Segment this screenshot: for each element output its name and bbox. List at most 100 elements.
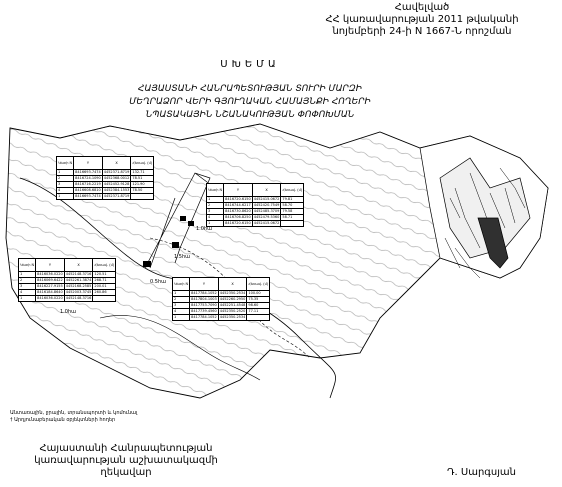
cell: 1 — [17, 295, 37, 302]
signatory-line-1: Հայաստանի Հանրապետության — [39, 443, 213, 454]
cell: 4452350.2534 — [217, 290, 248, 297]
cell: 8416693.7474 — [73, 193, 103, 200]
annex-label: Հավելված — [394, 2, 450, 13]
cell: 4452148.3716 — [63, 271, 94, 278]
table-row: 1 8416693.7474 4452371.8719 — [55, 193, 155, 200]
col-header-y: Y — [35, 258, 65, 272]
title-line-1: ՀԱՅԱՍՏԱՆԻ ՀԱՆՐԱՊԵՏՈՒԹՅԱՆ ՏՈՒՐԻ ՄԱՐԶԻ — [138, 84, 362, 94]
table-row: 3 8416227.9155 4452168.2585 200.01 — [17, 283, 117, 290]
cell — [246, 314, 271, 321]
cell: 4452452.9128 — [101, 181, 132, 188]
col-header-point: Կետի N — [55, 156, 75, 170]
cell: 1 — [171, 314, 191, 321]
parcel-3 — [180, 216, 186, 221]
signatory-title: Հայաստանի Հանրապետության կառավարության ա… — [6, 443, 246, 479]
legend-line-2: † Արդյունաբերական օբյեկտների հողեր — [10, 417, 116, 423]
cell: 1 — [55, 193, 75, 200]
cell: 8416693.7474 — [73, 169, 103, 176]
area-label-2: 1.0հա — [196, 226, 212, 232]
table-row: 1 8417784.1052 4452350.2534 — [171, 314, 271, 321]
table-row: 2 8416724.1090 4452368.0012 78.51 — [55, 175, 155, 182]
cell: 4452251.4548 — [217, 302, 248, 309]
cell: 4452420.7549 — [251, 202, 282, 209]
signatory-name: Դ. Սարգսյան — [447, 467, 516, 478]
cell: 4452485.3709 — [251, 208, 282, 215]
cell: 8416069.6422 — [35, 277, 65, 284]
table-row: 3 8417753.7090 4452251.4548 98.60 — [171, 302, 271, 309]
cell: 8416724.1090 — [73, 175, 103, 182]
cell: 1 — [205, 220, 225, 227]
cell: 4452350.2534 — [217, 314, 248, 321]
coordinate-table-1: Կետի N Y X Հեռավ. (մ) 1 8416693.7474 445… — [55, 156, 155, 200]
map-legend: Անտառային, ջրային, տրանսպորտի և կոմունալ… — [10, 410, 137, 424]
cell: 8416730.8620 — [223, 208, 253, 215]
stream-line — [99, 315, 261, 381]
cell: 8417804.1003 — [189, 296, 219, 303]
col-header-x: X — [101, 156, 132, 170]
area-label-1: 0.5հա — [150, 279, 166, 285]
cell: 4452368.0012 — [101, 175, 132, 182]
annex-header: Հավելված ՀՀ կառավարության 2011 թվականի ն… — [312, 2, 532, 38]
annex-decree-line: ՀՀ կառավարության 2011 թվականի — [325, 14, 519, 25]
cell: 4452415.0672 — [251, 220, 282, 227]
cell: 8417784.1052 — [189, 314, 219, 321]
cell: 4452148.3716 — [63, 295, 94, 302]
annex-date-line: նոյեմբերի 24-ի N 1667-Ն որոշման — [332, 26, 512, 37]
cell: 4452415.0672 — [251, 196, 282, 203]
coordinate-table-3: Կետի N Y X Հեռավ. (մ) 1 8416036.0220 445… — [17, 258, 117, 302]
table-row: 1 8416693.7474 4452371.8719 132.71 — [55, 169, 155, 176]
cell: 4452371.8719 — [101, 193, 132, 200]
cell: 8416720.6150 — [223, 220, 253, 227]
cell: 8416744.6217 — [223, 202, 253, 209]
cell: 8417753.7090 — [189, 302, 219, 309]
table-row: 1 8416036.0220 4452148.3716 120.51 — [17, 271, 117, 278]
cell: 8416720.6150 — [223, 196, 253, 203]
col-header-distance: Հեռավ. (մ) — [130, 156, 155, 170]
document-title: ՍԽԵՄԱ ՀԱՅԱՍՏԱՆԻ ՀԱՆՐԱՊԵՏՈՒԹՅԱՆ ՏՈՒՐԻ ՄԱՐ… — [100, 58, 400, 122]
col-header-x: X — [251, 183, 282, 197]
col-header-distance: Հեռավ. (մ) — [246, 277, 271, 291]
cell — [280, 220, 305, 227]
signatory-line-3: ղեկավար — [100, 467, 152, 478]
coordinate-table-4: Կետի N Y X Հեռավ. (մ) 1 8417784.1052 445… — [171, 277, 271, 321]
border-dashed — [9, 123, 261, 141]
cell: 8417784.1052 — [189, 290, 219, 297]
table-row: 1 8416036.0220 4452148.3716 — [17, 295, 117, 302]
col-header-point: Կետի N — [205, 183, 225, 197]
col-header-x: X — [63, 258, 94, 272]
cell: 4452168.2585 — [63, 283, 94, 290]
cell: 4452350.2520 — [217, 308, 248, 315]
cell: 4452003.3745 — [63, 289, 94, 296]
cell — [92, 295, 117, 302]
cell: 4452260.2950 — [217, 296, 248, 303]
legend-line-1: Անտառային, ջրային, տրանսպորտի և կոմունալ — [10, 410, 138, 416]
cell: 8416227.9155 — [35, 283, 65, 290]
cell: 4452371.8719 — [101, 169, 132, 176]
cell: 8416706.8250 — [223, 214, 253, 221]
cell: 4452384.1553 — [101, 187, 132, 194]
area-label-4: 1.0հա — [60, 309, 76, 315]
cell: 4452261.3874 — [63, 277, 94, 284]
table-row: 1 8416720.6150 4452415.0672 — [205, 220, 305, 227]
cell: 8416036.0220 — [35, 271, 65, 278]
col-header-y: Y — [189, 277, 219, 291]
title-line-3: ՆՊԱՏԱԿԱՅԻՆ ՆՇԱՆԱԿՈՒԹՅԱՆ ՓՈՓՈԽՄԱՆ — [145, 110, 355, 120]
cell — [130, 193, 155, 200]
col-header-point: Կետի N — [17, 258, 37, 272]
cell: 4452479.5360 — [251, 214, 282, 221]
signatory-line-2: կառավարության աշխատակազմի — [34, 455, 218, 466]
col-header-y: Y — [223, 183, 253, 197]
parcel-1 — [143, 261, 151, 267]
col-header-distance: Հեռավ. (մ) — [92, 258, 117, 272]
cell: 8417739.4560 — [189, 308, 219, 315]
parcel-4 — [188, 221, 194, 226]
scheme-title: ՍԽԵՄԱ — [220, 59, 280, 70]
col-header-x: X — [217, 277, 248, 291]
title-line-2: ՄԵՂՐԱՁՈՐ ՎԵՐԻ ԳՅՈՒՂԱԿԱՆ ՀԱՄԱՅՆՔԻ ՀՈՂԵՐԻ — [129, 97, 371, 107]
coordinate-table-2: Կետի N Y X Հեռավ. (մ) 1 8416720.6150 445… — [205, 183, 305, 227]
cell: 8416036.0220 — [35, 295, 65, 302]
cell: 8416716.2219 — [73, 181, 103, 188]
settlement-detail — [419, 135, 549, 279]
cell: 8416184.8640 — [35, 289, 65, 296]
area-label-3: 1.5հա — [174, 254, 190, 260]
